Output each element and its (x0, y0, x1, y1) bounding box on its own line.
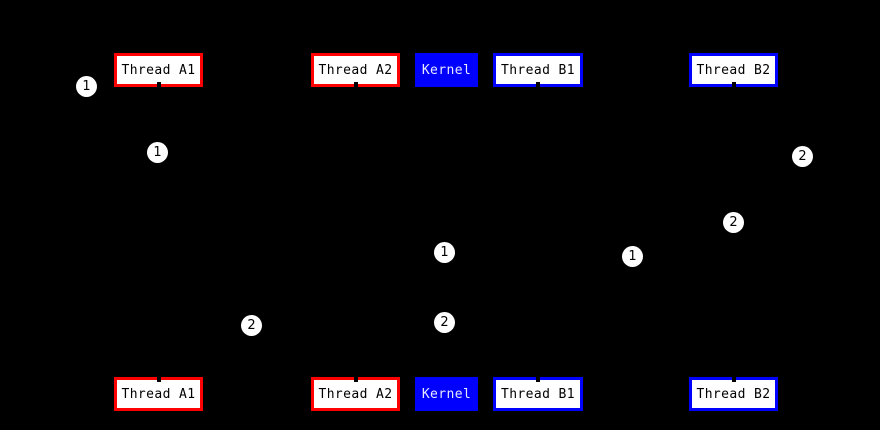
lifeline-notch (536, 82, 540, 87)
step-marker-7: 2 (434, 312, 455, 333)
thread-a2-label: Thread A2 (318, 386, 393, 402)
step-marker-6: 1 (622, 246, 643, 267)
thread-a1-label: Thread A1 (121, 386, 196, 402)
thread-b2-box-bottom: Thread B2 (689, 377, 778, 411)
thread-a2-box-bottom: Thread A2 (311, 377, 400, 411)
kernel-label: Kernel (421, 62, 472, 78)
thread-b2-label: Thread B2 (696, 386, 771, 402)
thread-b2-box-top: Thread B2 (689, 53, 778, 87)
step-marker-8: 2 (241, 315, 262, 336)
kernel-label: Kernel (421, 386, 472, 402)
lifeline-notch (156, 377, 161, 382)
thread-b1-box-top: Thread B1 (493, 53, 583, 87)
lifeline-notch (353, 82, 358, 87)
lifeline-notch (536, 377, 540, 382)
thread-a1-label: Thread A1 (121, 62, 196, 78)
thread-a1-box-bottom: Thread A1 (114, 377, 203, 411)
step-marker-5: 1 (434, 242, 455, 263)
thread-a1-box-top: Thread A1 (114, 53, 203, 87)
lifeline-notch (353, 377, 358, 382)
thread-a2-box-top: Thread A2 (311, 53, 400, 87)
thread-b1-label: Thread B1 (500, 386, 576, 402)
lifeline-notch (731, 82, 736, 87)
step-marker-3: 2 (792, 146, 813, 167)
step-marker-2: 1 (147, 142, 168, 163)
kernel-box-top: Kernel (415, 53, 478, 87)
step-marker-1: 1 (76, 76, 97, 97)
lifeline-notch (731, 377, 736, 382)
thread-a2-label: Thread A2 (318, 62, 393, 78)
thread-b2-label: Thread B2 (696, 62, 771, 78)
step-marker-4: 2 (723, 212, 744, 233)
thread-b1-box-bottom: Thread B1 (493, 377, 583, 411)
lifeline-notch (156, 82, 161, 87)
kernel-box-bottom: Kernel (415, 377, 478, 411)
thread-b1-label: Thread B1 (500, 62, 576, 78)
